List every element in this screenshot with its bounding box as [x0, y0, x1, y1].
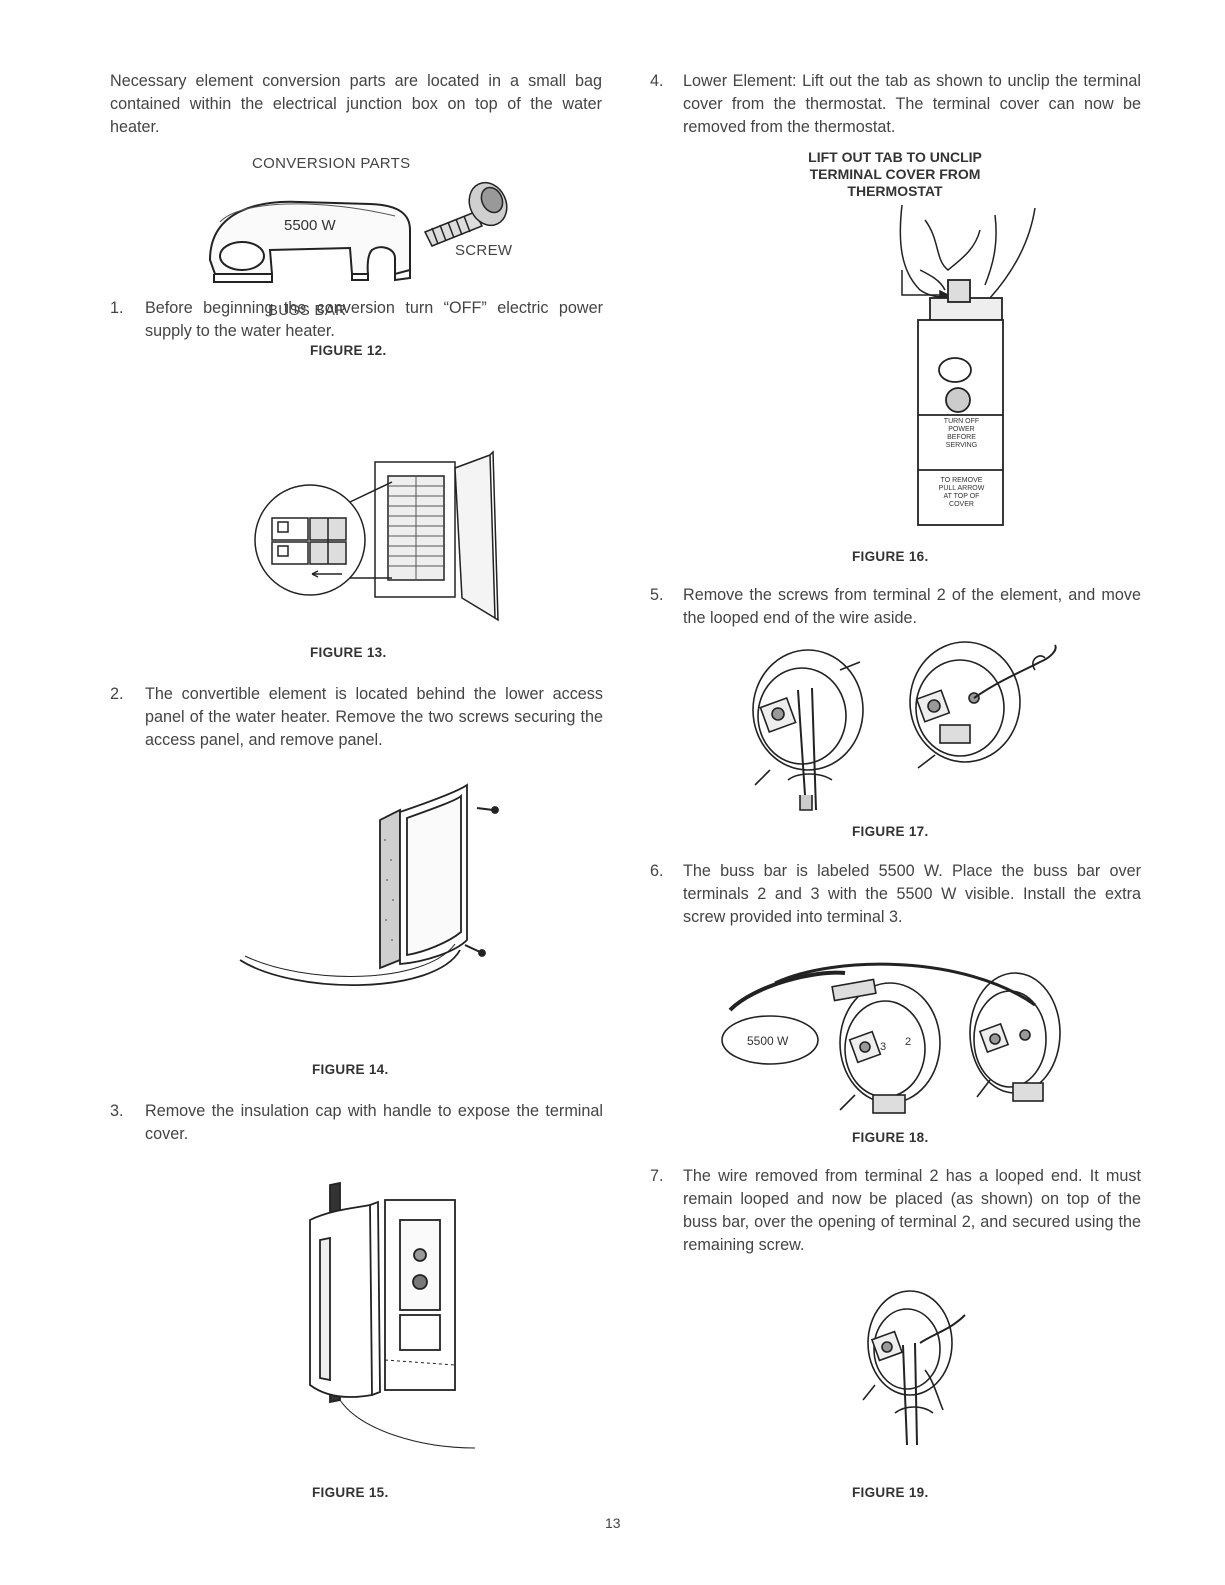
access-panel	[239, 783, 499, 987]
terminal-2-label: 2	[905, 1036, 911, 1048]
figure-19-illustration	[862, 1290, 966, 1446]
figure-14-illustration	[239, 783, 499, 987]
figure-16-illustration	[899, 204, 1036, 526]
warning-line-3: BEFORE	[947, 434, 976, 441]
figure-19-caption: FIGURE 19.	[852, 1485, 929, 1500]
step-2-number: 2.	[110, 685, 124, 703]
buss-bar-text: 5500 W	[284, 217, 337, 234]
warning-line-1: TURN OFF	[943, 418, 980, 425]
buss-bar-callout-text: 5500 W	[747, 1034, 789, 1048]
lift-tab-label-line-2: TERMINAL COVER FROM	[809, 166, 981, 182]
remove-label: TO REMOVE PULL ARROW AT TOP OF COVER	[920, 477, 1003, 509]
remove-line-3: AT TOP OF	[943, 493, 980, 500]
warning-label: TURN OFF POWER BEFORE SERVING	[920, 418, 1003, 450]
step-4-number: 4.	[650, 72, 664, 90]
figure-18-illustration: 5500 W 3 2	[721, 962, 1061, 1114]
remove-line-4: COVER	[949, 501, 974, 508]
step-4-text: Lower Element: Lift out the tab as shown…	[683, 72, 1141, 136]
figure-18-caption: FIGURE 18.	[852, 1130, 929, 1145]
warning-line-2: POWER	[948, 426, 975, 433]
page-number: 13	[605, 1515, 621, 1531]
step-3-text: Remove the insulation cap with handle to…	[145, 1102, 603, 1143]
intro-paragraph: Necessary element conversion parts are l…	[110, 72, 602, 136]
step-2-text: The convertible element is located behin…	[145, 685, 603, 749]
figure-16-caption: FIGURE 16.	[852, 549, 929, 564]
screw-label: SCREW	[455, 242, 513, 259]
buss-bar-callout	[721, 962, 1036, 1065]
element-with-screwdriver	[862, 1290, 966, 1446]
remove-line-1: TO REMOVE	[940, 477, 983, 484]
element-right-18	[969, 972, 1061, 1102]
step-1-number: 1.	[110, 299, 124, 317]
element-left	[752, 649, 864, 811]
terminal-3-label: 3	[880, 1041, 886, 1053]
step-7-text: The wire removed from terminal 2 has a l…	[683, 1167, 1141, 1254]
figure-13-illustration	[254, 450, 499, 622]
figure-15-illustration	[309, 1181, 476, 1449]
step-7-number: 7.	[650, 1167, 664, 1185]
warning-line-4: SERVING	[945, 442, 978, 449]
lift-tab-label-line-3: THERMOSTAT	[847, 183, 943, 199]
element-right	[909, 641, 1057, 769]
terminal-cover	[917, 279, 1004, 526]
figure-17-illustration	[752, 641, 1057, 811]
lift-tab-label-line-1: LIFT OUT TAB TO UNCLIP	[808, 149, 982, 165]
figure-12-caption: FIGURE 12.	[310, 343, 387, 358]
step-3-number: 3.	[110, 1102, 124, 1120]
figure-15-caption: FIGURE 15.	[312, 1485, 389, 1500]
insulation-cap	[309, 1181, 476, 1449]
breaker-panel	[254, 450, 499, 622]
screw-part	[423, 181, 508, 247]
figure-12-illustration: 5500 W	[208, 181, 508, 283]
figure-17-caption: FIGURE 17.	[852, 824, 929, 839]
lift-tab-label: LIFT OUT TAB TO UNCLIP TERMINAL COVER FR…	[775, 149, 1015, 200]
remove-line-2: PULL ARROW	[938, 485, 985, 492]
step-1-text: Before beginning the conversion turn “OF…	[145, 299, 603, 340]
conversion-parts-title: CONVERSION PARTS	[252, 155, 411, 172]
buss-bar-label: BUSS BAR	[268, 302, 347, 319]
buss-bar-part	[208, 200, 411, 283]
step-5-number: 5.	[650, 586, 664, 604]
figure-14-caption: FIGURE 14.	[312, 1062, 389, 1077]
step-5-text: Remove the screws from terminal 2 of the…	[683, 586, 1141, 627]
arrow	[901, 270, 950, 301]
step-6-number: 6.	[650, 862, 664, 880]
element-center	[831, 978, 941, 1114]
step-6-text: The buss bar is labeled 5500 W. Place th…	[683, 862, 1141, 926]
figure-13-caption: FIGURE 13.	[310, 645, 387, 660]
